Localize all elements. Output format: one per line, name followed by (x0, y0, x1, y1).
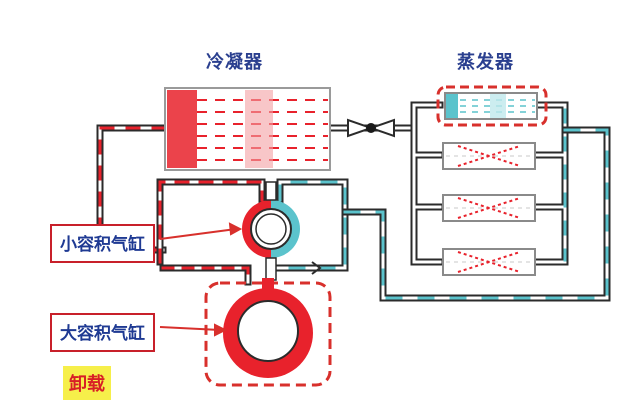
evaporator-coil-inactive-1 (442, 142, 536, 170)
evaporator (436, 85, 548, 276)
expansion-valve (347, 118, 395, 138)
condenser (164, 87, 331, 171)
evaporator-coil-inactive-2 (442, 194, 536, 222)
evaporator-title: 蒸发器 (457, 52, 514, 73)
large-cylinder-label: 大容积气缸 (50, 313, 155, 352)
pipe-evap-left-manifold (410, 101, 444, 266)
small-cylinder-label: 小容积气缸 (50, 224, 155, 263)
condenser-title: 冷凝器 (206, 52, 263, 73)
large-cylinder (204, 278, 332, 387)
callout-pointers (159, 222, 243, 337)
small-cylinder (242, 181, 322, 281)
unload-mode-badge: 卸载 (63, 366, 111, 400)
pipe-evap-right-manifold (531, 101, 569, 266)
evaporator-coil-inactive-3 (442, 248, 536, 276)
